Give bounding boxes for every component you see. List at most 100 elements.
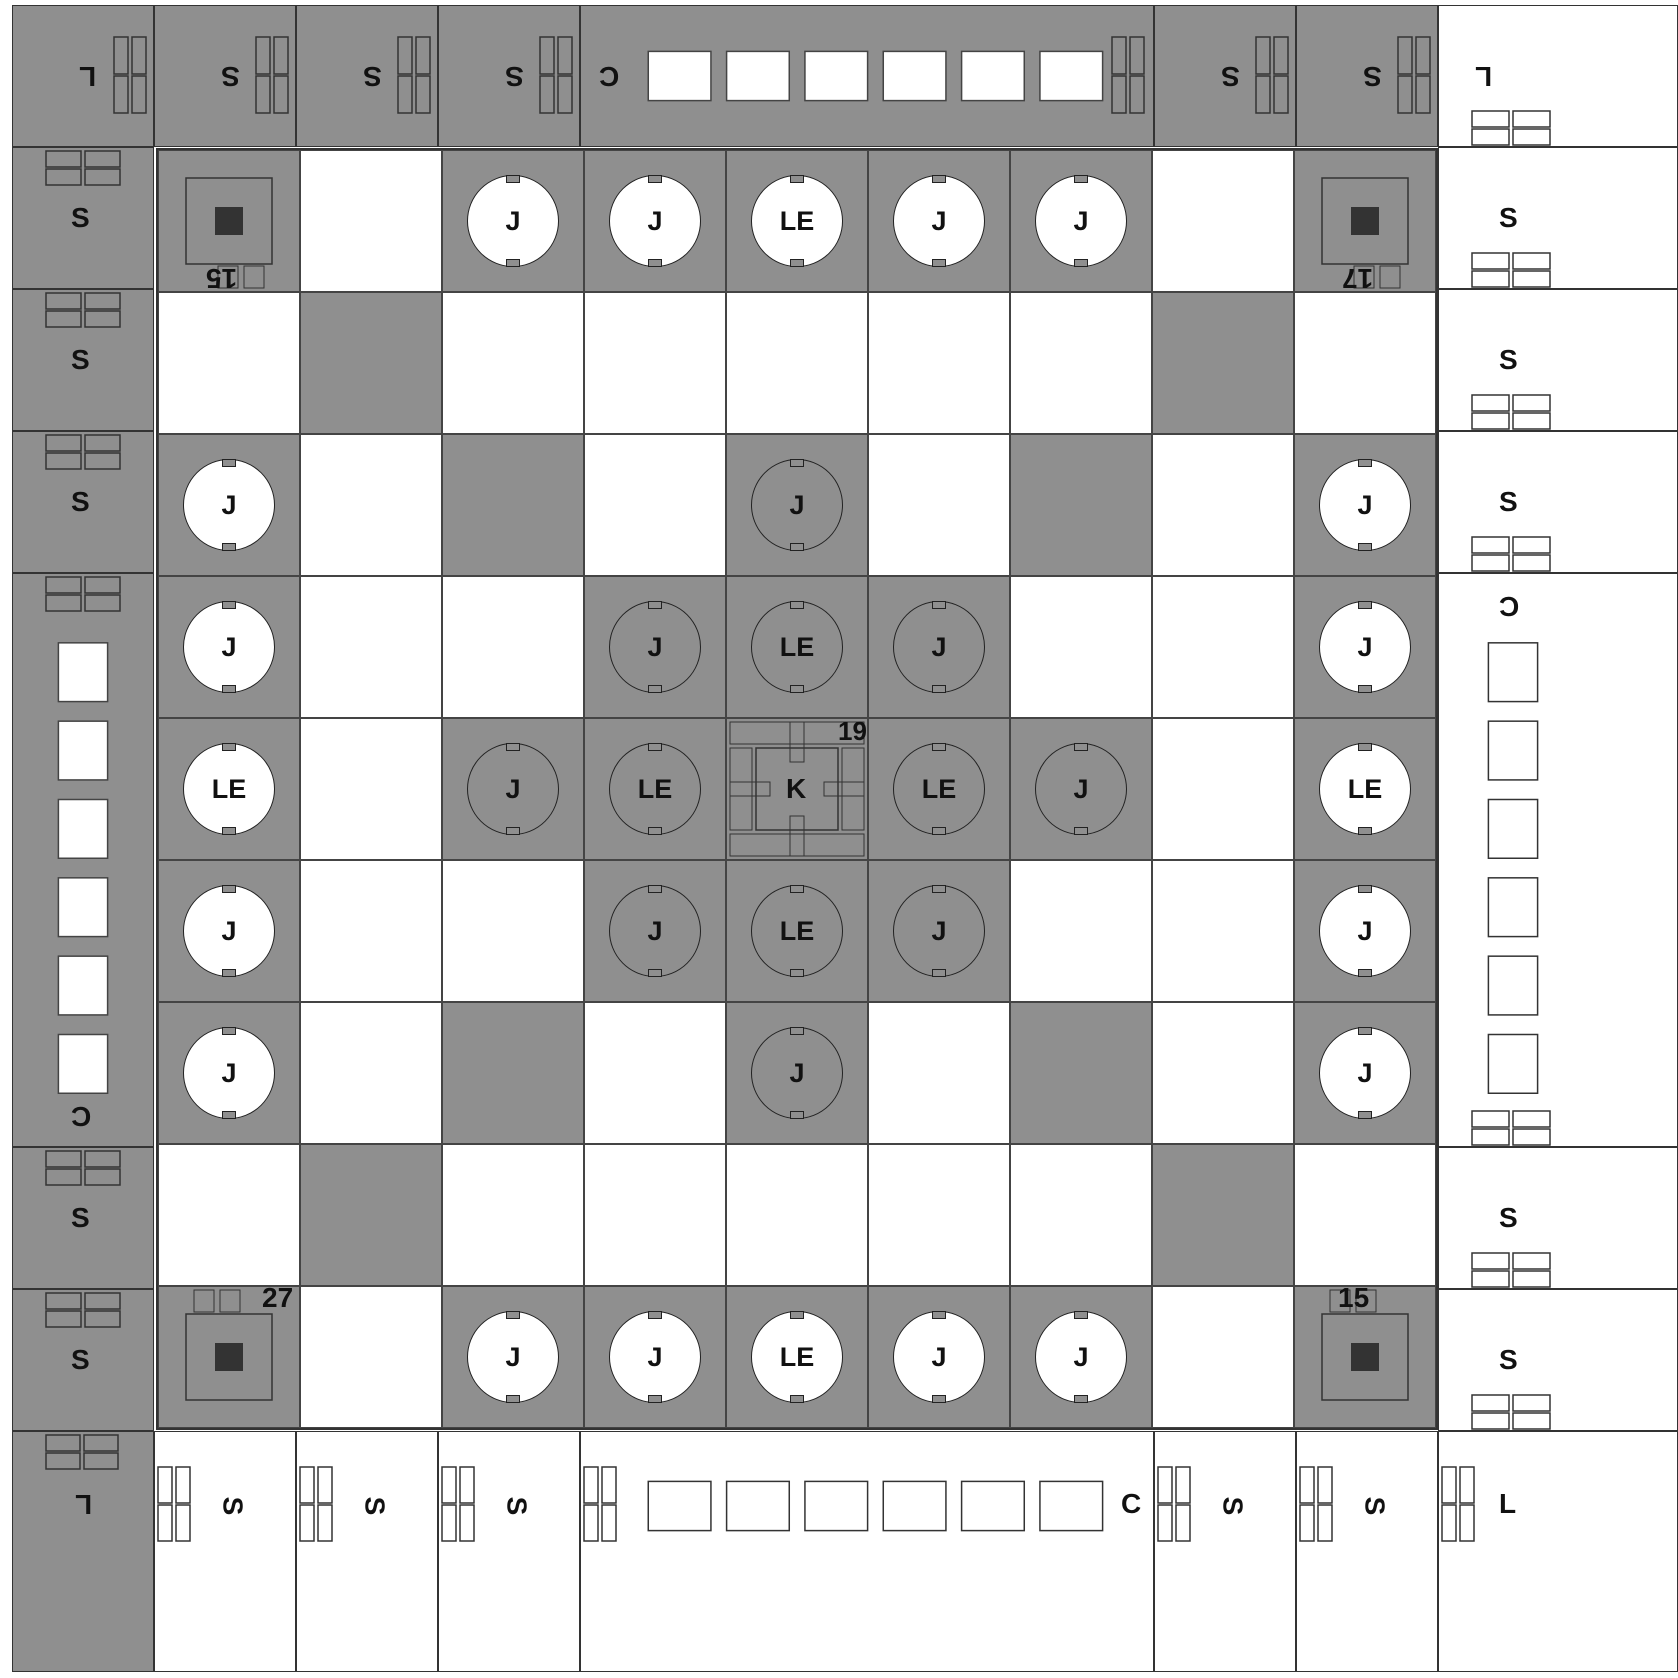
board-square[interactable] (1010, 1144, 1152, 1286)
frame-bottom-label[interactable]: S (360, 1497, 388, 1516)
frame-left-label[interactable]: S (71, 204, 90, 232)
frame-bottom-cell[interactable]: S (296, 1431, 438, 1672)
piece-j[interactable]: J (183, 885, 275, 977)
piece-le[interactable]: LE (751, 1311, 843, 1403)
frame-bottom-cell[interactable]: S (438, 1431, 580, 1672)
frame-bottom-cell[interactable]: L (12, 1431, 154, 1672)
piece-j[interactable]: J (467, 175, 559, 267)
frame-left-cell[interactable]: S (12, 431, 154, 573)
board-square[interactable] (1152, 576, 1294, 718)
board-square[interactable] (1152, 1144, 1294, 1286)
frame-left-cell[interactable]: S (12, 289, 154, 431)
board-square[interactable] (442, 860, 584, 1002)
frame-left-cell[interactable]: S (12, 1147, 154, 1289)
board-square[interactable] (726, 1144, 868, 1286)
board-square[interactable] (300, 1286, 442, 1428)
piece-j[interactable]: J (893, 175, 985, 267)
board-square[interactable] (1152, 1286, 1294, 1428)
board-square[interactable] (300, 292, 442, 434)
piece-j[interactable]: J (1319, 885, 1411, 977)
piece-le[interactable]: LE (751, 601, 843, 693)
frame-bottom-cell[interactable]: L (1438, 1431, 1678, 1672)
piece-le[interactable]: LE (183, 743, 275, 835)
frame-top-cell[interactable]: S (438, 5, 580, 147)
piece-j[interactable]: J (183, 601, 275, 693)
board-square[interactable] (442, 434, 584, 576)
board-square[interactable] (300, 434, 442, 576)
frame-left-label[interactable]: S (71, 488, 90, 516)
board-square[interactable] (1152, 434, 1294, 576)
piece-j[interactable]: J (1319, 601, 1411, 693)
frame-top-label[interactable]: S (505, 62, 524, 90)
frame-top-cell[interactable]: S (1296, 5, 1438, 147)
board-square[interactable] (868, 434, 1010, 576)
frame-left-label[interactable]: S (71, 346, 90, 374)
board-square[interactable] (300, 150, 442, 292)
corner-marker[interactable]: 15 (158, 150, 300, 292)
frame-bottom-label[interactable]: S (502, 1497, 530, 1516)
frame-bottom-label[interactable]: S (218, 1497, 246, 1516)
board-square[interactable] (158, 292, 300, 434)
piece-j[interactable]: J (1035, 743, 1127, 835)
frame-bottom-cell[interactable]: S (1296, 1431, 1438, 1672)
piece-j[interactable]: J (1319, 459, 1411, 551)
piece-j[interactable]: J (893, 885, 985, 977)
piece-j[interactable]: J (893, 1311, 985, 1403)
board-square[interactable] (158, 1144, 300, 1286)
board-square[interactable] (442, 292, 584, 434)
frame-right-cell[interactable]: S (1438, 289, 1678, 431)
board-square[interactable] (868, 1144, 1010, 1286)
board-square[interactable] (1294, 1144, 1436, 1286)
board-square[interactable] (1294, 292, 1436, 434)
frame-top-label[interactable]: S (221, 62, 240, 90)
board-square[interactable] (1152, 860, 1294, 1002)
frame-right-cell[interactable]: S (1438, 431, 1678, 573)
board-square[interactable] (442, 1002, 584, 1144)
board-square[interactable] (584, 1144, 726, 1286)
board-square[interactable] (300, 718, 442, 860)
frame-top-cell[interactable]: L (1438, 5, 1678, 147)
piece-j[interactable]: J (751, 1027, 843, 1119)
board-square[interactable] (1010, 860, 1152, 1002)
frame-left-cell[interactable]: S (12, 1289, 154, 1431)
piece-j[interactable]: J (1035, 175, 1127, 267)
frame-top-label[interactable]: L (79, 62, 96, 90)
board-square[interactable] (1010, 1002, 1152, 1144)
board-square[interactable] (1010, 292, 1152, 434)
frame-top-cell[interactable]: S (296, 5, 438, 147)
frame-top-label[interactable]: S (363, 62, 382, 90)
frame-right-label[interactable]: C (1499, 592, 1519, 620)
piece-le[interactable]: LE (893, 743, 985, 835)
frame-top-cell[interactable]: S (1154, 5, 1296, 147)
frame-bottom-cell[interactable]: S (1154, 1431, 1296, 1672)
board-square[interactable] (442, 1144, 584, 1286)
board-square[interactable] (868, 292, 1010, 434)
board-square[interactable] (1010, 576, 1152, 718)
piece-le[interactable]: LE (751, 885, 843, 977)
frame-bottom-label[interactable]: L (1499, 1490, 1516, 1518)
piece-j[interactable]: J (609, 601, 701, 693)
board-square[interactable] (1152, 150, 1294, 292)
piece-le[interactable]: LE (609, 743, 701, 835)
board-square[interactable] (1152, 1002, 1294, 1144)
corner-marker[interactable]: 15 (1294, 1286, 1436, 1428)
piece-j[interactable]: J (609, 175, 701, 267)
board-square[interactable] (1152, 292, 1294, 434)
frame-right-cell[interactable]: S (1438, 1147, 1678, 1289)
piece-j[interactable]: J (183, 1027, 275, 1119)
frame-left-label[interactable]: S (71, 1204, 90, 1232)
piece-j[interactable]: J (467, 1311, 559, 1403)
frame-top-label[interactable]: S (1363, 62, 1382, 90)
frame-bottom-label[interactable]: S (1218, 1497, 1246, 1516)
frame-left-label[interactable]: C (71, 1102, 91, 1130)
corner-marker[interactable]: 17 (1294, 150, 1436, 292)
board-square[interactable] (584, 292, 726, 434)
frame-left-cell[interactable]: S (12, 147, 154, 289)
frame-left-label[interactable]: S (71, 1346, 90, 1374)
board-square[interactable] (300, 1002, 442, 1144)
piece-j[interactable]: J (183, 459, 275, 551)
frame-bottom-cell[interactable]: S (154, 1431, 296, 1672)
board-square[interactable] (1152, 718, 1294, 860)
frame-bottom-label[interactable]: L (75, 1490, 92, 1518)
